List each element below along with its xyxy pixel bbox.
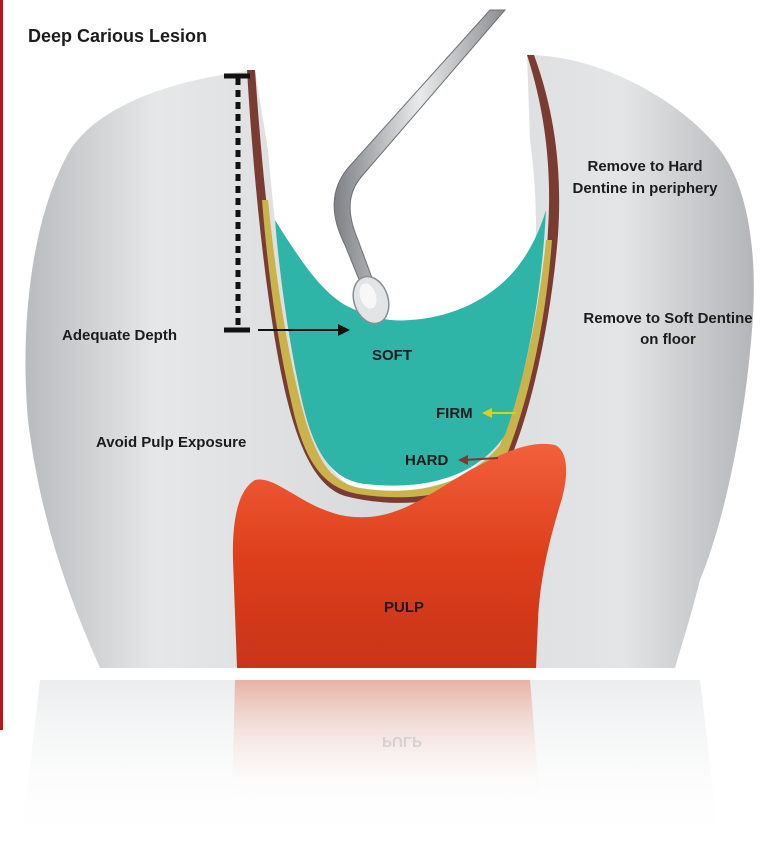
remove-soft-floor-label: Remove to Soft Dentine on floor — [580, 308, 756, 350]
avoid-pulp-exposure-label: Avoid Pulp Exposure — [96, 433, 246, 453]
diagram-title: Deep Carious Lesion — [28, 26, 207, 46]
firm-label: FIRM — [436, 404, 473, 424]
dental-excavator-icon — [334, 10, 505, 328]
pulp-label: PULP — [384, 598, 424, 618]
tooth-reflection — [20, 680, 720, 851]
hard-label: HARD — [405, 451, 448, 471]
pulp-label-reflection: PULP — [382, 731, 422, 751]
soft-label: SOFT — [372, 346, 412, 366]
remove-hard-periphery-label: Remove to Hard Dentine in periphery — [560, 156, 730, 200]
adequate-depth-label: Adequate Depth — [62, 326, 177, 346]
